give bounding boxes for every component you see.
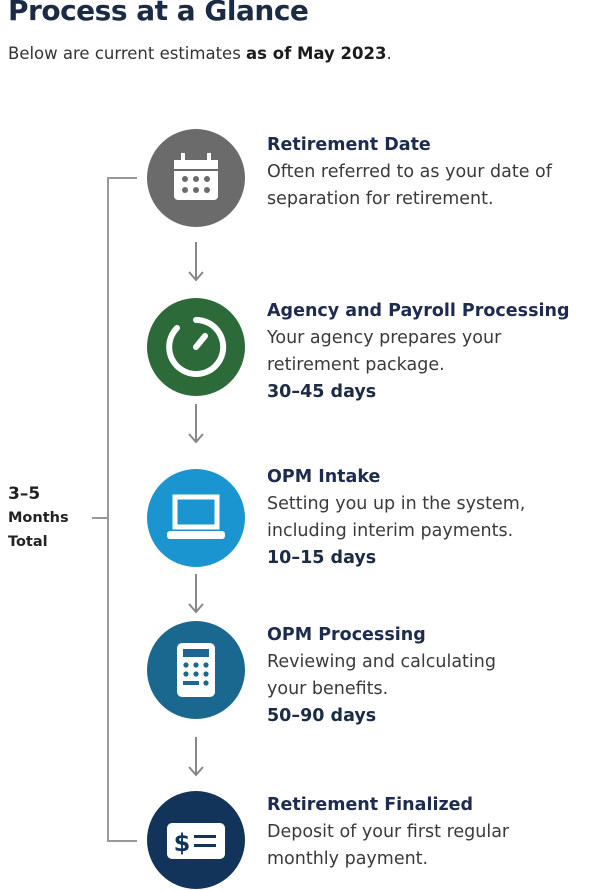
arrow-down-icon (188, 737, 204, 777)
arrow-down-icon (188, 574, 204, 614)
step-description: Your agency prepares your (267, 328, 502, 348)
step-description: monthly payment. (267, 849, 429, 869)
payment-icon: $ (147, 791, 245, 889)
subtitle-date: as of May 2023 (246, 44, 387, 63)
arrow-down-icon (188, 242, 204, 282)
step-title: Retirement Date (267, 135, 431, 155)
step-description: your benefits. (267, 679, 389, 699)
step-duration: 50–90 days (267, 706, 377, 726)
subtitle: Below are current estimates as of May 20… (8, 44, 392, 63)
total-label: Total (8, 534, 48, 550)
step-description: retirement package. (267, 355, 445, 375)
step-title: Retirement Finalized (267, 795, 474, 815)
step-title: OPM Processing (267, 625, 426, 645)
total-duration-label: 3–5 Months Total (8, 482, 69, 554)
step-description: Reviewing and calculating (267, 652, 496, 672)
step-description: Deposit of your first regular (267, 822, 510, 842)
calculator-icon (147, 621, 245, 719)
step-description: separation for retirement. (267, 189, 494, 209)
laptop-icon (147, 469, 245, 567)
bracket-bottom (107, 840, 137, 842)
step-description: Often referred to as your date of (267, 162, 552, 182)
page-title: Process at a Glance (8, 0, 309, 27)
step-retirement-finalized: Retirement Finalized Deposit of your fir… (267, 792, 600, 873)
step-description: Setting you up in the system, (267, 494, 526, 514)
step-description: including interim payments. (267, 521, 514, 541)
step-duration: 30–45 days (267, 382, 377, 402)
step-title: Agency and Payroll Processing (267, 301, 570, 321)
subtitle-period: . (386, 44, 392, 63)
timer-icon (147, 298, 245, 396)
total-range: 3–5 (8, 484, 41, 504)
step-duration: 10–15 days (267, 548, 377, 568)
bracket-middle-tick (92, 517, 108, 519)
step-title: OPM Intake (267, 467, 381, 487)
bracket-vertical (107, 177, 109, 842)
subtitle-text: Below are current estimates (8, 44, 247, 63)
arrow-down-icon (188, 404, 204, 444)
calendar-icon (147, 129, 245, 227)
total-unit: Months (8, 510, 69, 526)
svg-text:$: $ (174, 829, 191, 857)
bracket-top (107, 177, 137, 179)
step-opm-intake: OPM Intake Setting you up in the system,… (267, 464, 600, 572)
step-agency-processing: Agency and Payroll Processing Your agenc… (267, 298, 600, 406)
step-retirement-date: Retirement Date Often referred to as you… (267, 132, 600, 213)
step-opm-processing: OPM Processing Reviewing and calculating… (267, 622, 600, 730)
